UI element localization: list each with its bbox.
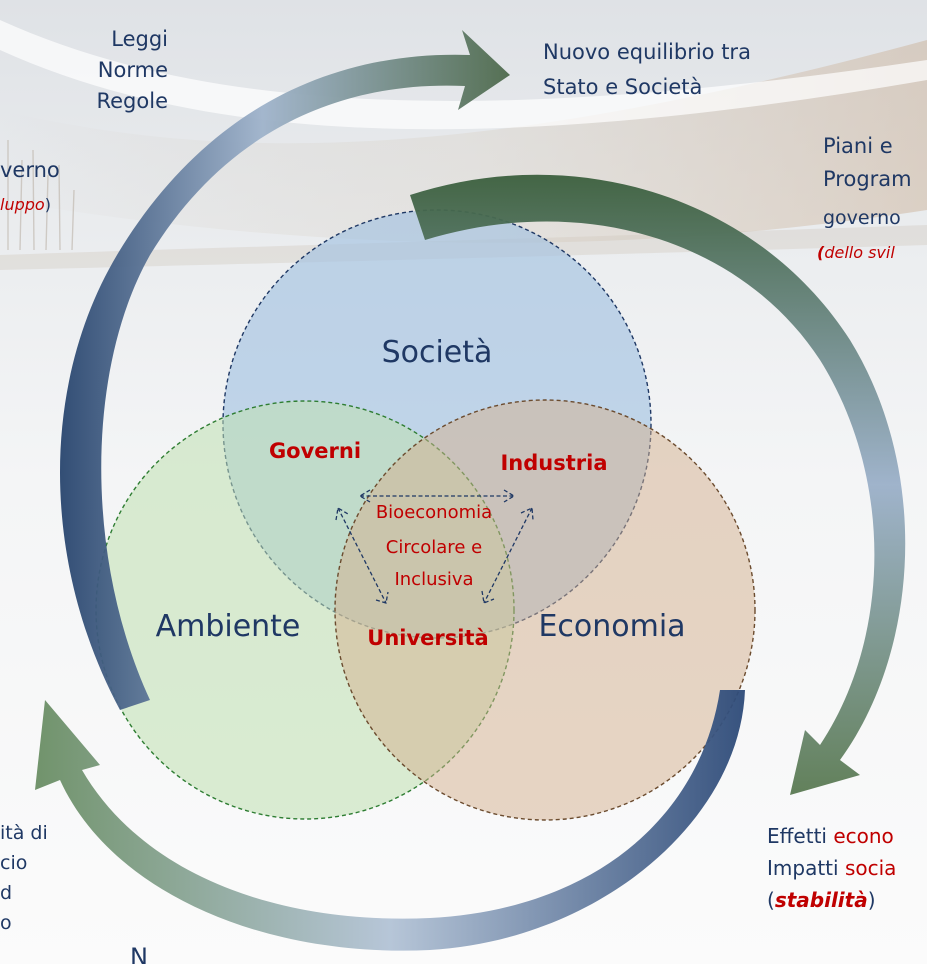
- label-effetti: Effetti econo: [767, 820, 896, 852]
- label-societa: Società: [382, 335, 493, 370]
- label-stabilita-open: (: [767, 888, 775, 912]
- label-economia: Economia: [538, 609, 685, 644]
- label-impatti-accent: socia: [844, 856, 897, 880]
- label-impatti-prefix: Impatti: [767, 856, 845, 880]
- label-left-bottom-line-2: cio: [0, 852, 28, 874]
- background-trees: [7, 140, 75, 251]
- label-bottom-partial: N: [130, 944, 148, 964]
- label-sviluppo-left: luppo): [0, 192, 51, 218]
- label-stabilita-text: stabilità: [774, 888, 868, 912]
- label-regole: Regole: [96, 89, 168, 113]
- label-norme: Norme: [97, 58, 168, 82]
- label-leggi: Leggi: [111, 27, 168, 51]
- label-piani: Piani e: [823, 134, 893, 158]
- label-ambiente: Ambiente: [156, 609, 301, 644]
- label-dello-sviluppo-open: (: [817, 243, 825, 262]
- label-impatti: Impatti socia: [767, 852, 896, 884]
- label-universita: Università: [367, 626, 488, 650]
- label-nuovo-equilibrio-line-1: Nuovo equilibrio tra: [543, 40, 751, 64]
- label-industria: Industria: [500, 451, 607, 475]
- label-dello-sviluppo: (dello svil: [817, 240, 895, 266]
- label-left-bottom-line-1: ità di: [0, 822, 48, 844]
- label-left-bottom-line-3: d: [0, 882, 13, 904]
- label-dello-sviluppo-text: dello svil: [824, 243, 895, 262]
- label-effetti-impatti: Effetti econo Impatti socia (stabilità): [767, 820, 896, 916]
- label-nuovo-equilibrio: Nuovo equilibrio tra Stato e Società: [543, 35, 751, 105]
- label-leggi-norme-regole: Leggi Norme Regole: [96, 24, 168, 117]
- circle-economia: [334, 399, 756, 821]
- label-sviluppo-left-close: ): [44, 195, 51, 214]
- cycle-arrow-right: [410, 174, 906, 795]
- center-line-1: Bioeconomia: [376, 502, 492, 523]
- label-stabilita: (stabilità): [767, 884, 896, 916]
- label-piani-programmi: Piani e Program: [823, 130, 912, 196]
- label-governo-right: governo: [823, 207, 901, 229]
- label-governi: Governi: [269, 439, 361, 463]
- label-stabilita-close: ): [867, 888, 876, 912]
- label-left-bottom-line-4: o: [0, 912, 12, 930]
- center-line-3: Inclusiva: [394, 569, 473, 590]
- label-governo-left: verno: [0, 158, 60, 182]
- center-line-2: Circolare e: [386, 537, 482, 558]
- label-left-bottom: ità di cio d o: [0, 818, 48, 930]
- label-effetti-prefix: Effetti: [767, 824, 834, 848]
- background-sky-band: [0, 40, 927, 243]
- center-arrows: [335, 489, 534, 604]
- cycle-arrow-top-left: [60, 30, 510, 710]
- label-sviluppo-left-text: luppo: [0, 195, 45, 214]
- label-programmi: Program: [823, 167, 912, 191]
- label-effetti-accent: econo: [833, 824, 894, 848]
- label-nuovo-equilibrio-line-2: Stato e Società: [543, 75, 703, 99]
- background-light-streak: [0, 20, 927, 130]
- cycle-arrow-bottom: [35, 690, 745, 951]
